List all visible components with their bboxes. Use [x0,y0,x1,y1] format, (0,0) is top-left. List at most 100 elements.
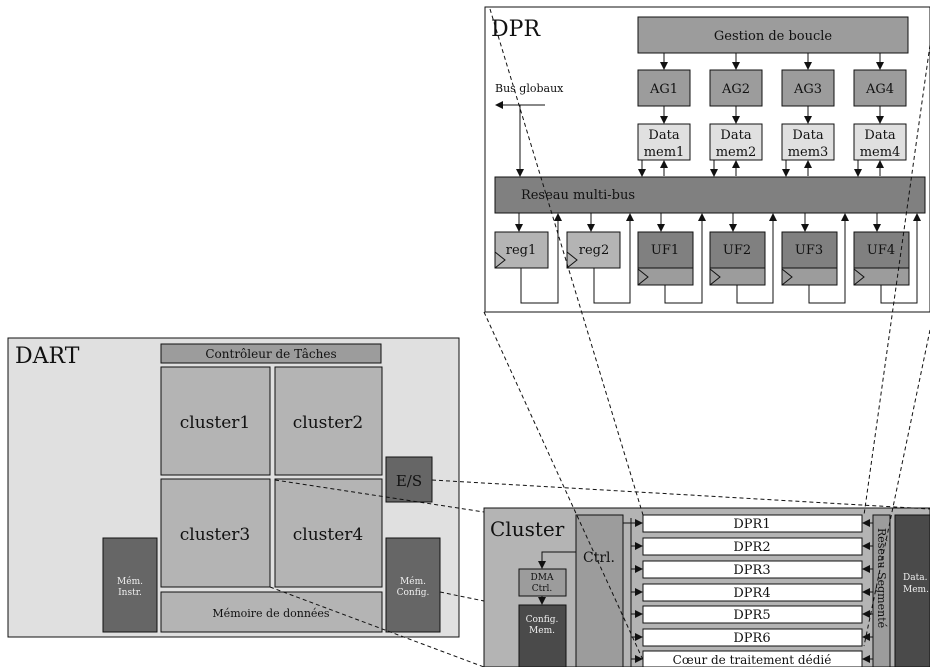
data-memory-block [160,591,383,633]
global-bus-arrows [495,101,545,177]
register-block [566,231,621,269]
ag-block [709,69,763,107]
data-mem-label: Data [864,128,895,143]
clock-icon [566,251,578,269]
register-label: reg1 [506,243,537,258]
dart-panel: DART Contrôleur de Tâches cluster1 clust… [7,337,460,638]
cluster-panel: Cluster Ctrl. DMA Ctrl. Config. Mem. DPR… [483,507,930,667]
segmented-network-label: Réseau Segmenté [875,528,888,628]
clock-icon [494,251,506,269]
dma-arrows [538,551,576,605]
data-mem-block [781,123,835,161]
cluster-data-mem-block [894,514,930,667]
data-memories: Data mem1 Data mem2 Data mem3 Data mem4 [637,123,907,161]
dpr-row-label: DPR1 [733,517,770,532]
dma-ctrl-block [518,568,567,597]
cluster-label: cluster2 [293,413,363,433]
dma-label: DMA [531,573,554,583]
task-controller-block [160,343,382,364]
ctrl-dpr-arrows [623,518,643,667]
network-dpr-arrows [862,519,873,663]
global-bus-label: Bus globaux [495,82,564,95]
task-controller-label: Contrôleur de Tâches [205,347,336,361]
data-mem-label: mem1 [644,145,685,160]
functional-units: UF1 UF2 UF3 UF4 [637,231,910,286]
cluster-config-mem-block [518,604,567,667]
fu-register [853,267,910,286]
cluster-label: cluster4 [293,525,363,545]
segmented-network [872,514,891,667]
multi-bus-network [494,176,926,214]
fu-label: UF1 [651,243,679,258]
data-mem-block [637,123,691,161]
data-mem-block [709,123,763,161]
dart-title: DART [15,344,80,369]
ctrl-label: Ctrl. [583,550,615,566]
dpr-title: DPR [491,17,541,42]
dpr-row-label: DPR2 [733,540,770,555]
clock-icon [781,268,793,286]
cluster-block [274,478,383,588]
clock-icon [709,268,721,286]
fu-label: UF3 [795,243,823,258]
data-memory-label: Mémoire de données [212,607,330,620]
zoom-lines [269,8,930,667]
fu-label: UF4 [867,243,895,258]
fu-label: UF2 [723,243,751,258]
cluster-label: cluster3 [180,525,250,545]
io-block [385,456,433,503]
dpr-panel: DPR Gestion de boucle AG1 AG2 AG3 AG4 Da… [484,6,930,313]
cluster-data-mem-label: Data. [903,573,928,583]
cluster-block [160,478,271,588]
dma-label: Ctrl. [532,584,553,594]
ag-block [637,69,691,107]
ag-block [853,69,907,107]
data-mem-label: Data [648,128,679,143]
data-mem-block [853,123,907,161]
instr-mem-label: Instr. [118,588,142,598]
loop-manager-block [637,16,909,54]
fu-register [781,267,838,286]
ag-label: AG2 [721,82,750,97]
ctrl-block [575,514,624,667]
clock-icon [637,268,649,286]
ag-label: AG4 [865,82,894,97]
dpr-connection-arrows [638,53,884,177]
config-mem-block [385,537,441,633]
instr-mem-label: Mém. [117,576,143,587]
instr-mem-block [102,537,158,633]
data-mem-label: Data [720,128,751,143]
ag-block [781,69,835,107]
dpr-row-label: DPR5 [733,608,770,623]
data-mem-label: mem4 [860,145,901,160]
data-mem-label: Data [792,128,823,143]
cluster-config-mem-label: Config. [526,615,559,625]
ag-label: AG1 [649,82,678,97]
clock-icon [853,268,865,286]
dedicated-core-label: Cœur de traitement dédié [673,653,832,667]
cluster-data-mem-label: Mem. [903,585,929,595]
fu-register [709,267,766,286]
fu-block [637,231,694,269]
multi-bus-label: Reseau multi-bus [521,188,635,203]
fu-register [637,267,694,286]
config-mem-label: Config. [397,588,430,598]
io-label: E/S [396,472,422,490]
dpr-rows: DPR1 DPR2 DPR3 DPR4 DPR5 DPR6 Cœur de tr… [642,514,863,667]
data-mem-label: mem3 [788,145,829,160]
dpr-row-label: DPR4 [733,586,770,601]
address-generators: AG1 AG2 AG3 AG4 [637,69,907,107]
cluster-label: cluster1 [180,413,250,433]
cluster-block [160,366,271,476]
fu-block [709,231,766,269]
data-mem-label: mem2 [716,145,757,160]
dpr-row-label: DPR3 [733,563,770,578]
cluster-title: Cluster [490,517,565,541]
registers: reg1 reg2 [494,231,621,269]
unit-feedback-arrows [515,213,921,304]
ag-label: AG3 [793,82,822,97]
dpr-row-label: DPR6 [733,631,770,646]
loop-manager-label: Gestion de boucle [714,29,833,44]
fu-block [781,231,838,269]
